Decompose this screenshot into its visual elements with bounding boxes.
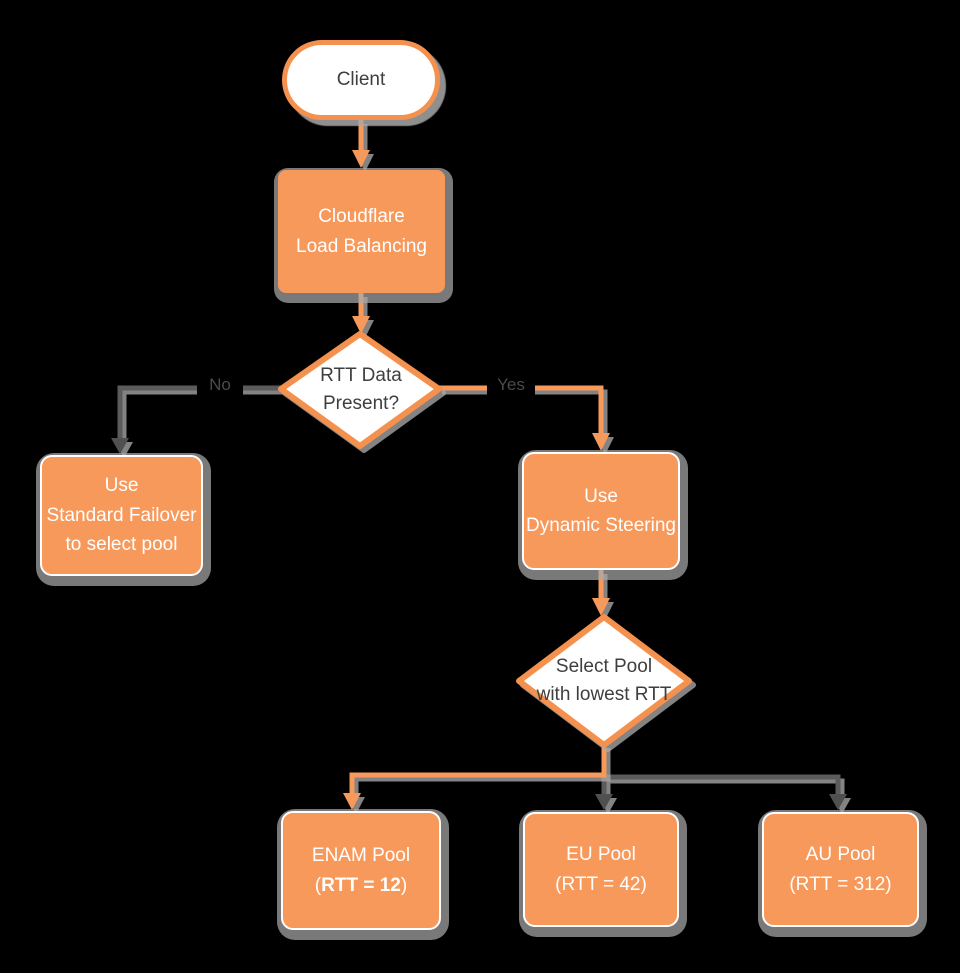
arrowhead-icon bbox=[352, 150, 370, 168]
node-dynamic-steering: Use Dynamic Steering bbox=[522, 452, 680, 570]
edge-label-yes: Yes bbox=[487, 371, 535, 399]
node-client: Client bbox=[282, 40, 440, 120]
arrowhead-icon bbox=[592, 433, 610, 451]
node-load-balancer-label: Cloudflare Load Balancing bbox=[296, 206, 427, 257]
connector-to-enam bbox=[343, 744, 607, 810]
connector-steering-to-select bbox=[592, 570, 610, 616]
node-enam-pool: ENAM Pool (RTT = 12) bbox=[281, 811, 441, 930]
node-dynamic-steering-label: Use Dynamic Steering bbox=[526, 485, 676, 536]
diamond-rtt-decision bbox=[278, 331, 442, 449]
node-standard-failover: Use Standard Failover to select pool bbox=[40, 455, 203, 576]
node-rtt-decision-label: RTT Data Present? bbox=[320, 364, 402, 415]
node-au-pool-label: AU Pool (RTT = 312) bbox=[789, 844, 892, 895]
node-eu-pool: EU Pool (RTT = 42) bbox=[523, 812, 679, 927]
node-select-pool-label: Select Pool with lowest RTT bbox=[536, 655, 672, 706]
connector-to-eu-au bbox=[595, 774, 847, 810]
connector-client-to-lb bbox=[352, 120, 370, 168]
arrowhead-icon bbox=[592, 598, 610, 616]
arrowhead-icon bbox=[352, 316, 370, 334]
node-client-label: Client bbox=[336, 69, 386, 90]
node-au-pool: AU Pool (RTT = 312) bbox=[762, 812, 919, 927]
node-enam-pool-label: ENAM Pool (RTT = 12) bbox=[311, 845, 411, 896]
arrowhead-icon bbox=[343, 793, 361, 810]
node-standard-failover-label: Use Standard Failover to select pool bbox=[46, 475, 197, 556]
node-load-balancer: Cloudflare Load Balancing bbox=[278, 170, 445, 293]
arrowhead-icon bbox=[829, 794, 847, 810]
connector-lb-to-decision bbox=[352, 293, 370, 334]
edge-label-no: No bbox=[197, 371, 243, 399]
diamond-select-pool bbox=[516, 614, 692, 748]
arrowhead-icon bbox=[111, 438, 129, 454]
node-eu-pool-label: EU Pool (RTT = 42) bbox=[555, 844, 647, 895]
arrowhead-icon bbox=[595, 794, 613, 810]
